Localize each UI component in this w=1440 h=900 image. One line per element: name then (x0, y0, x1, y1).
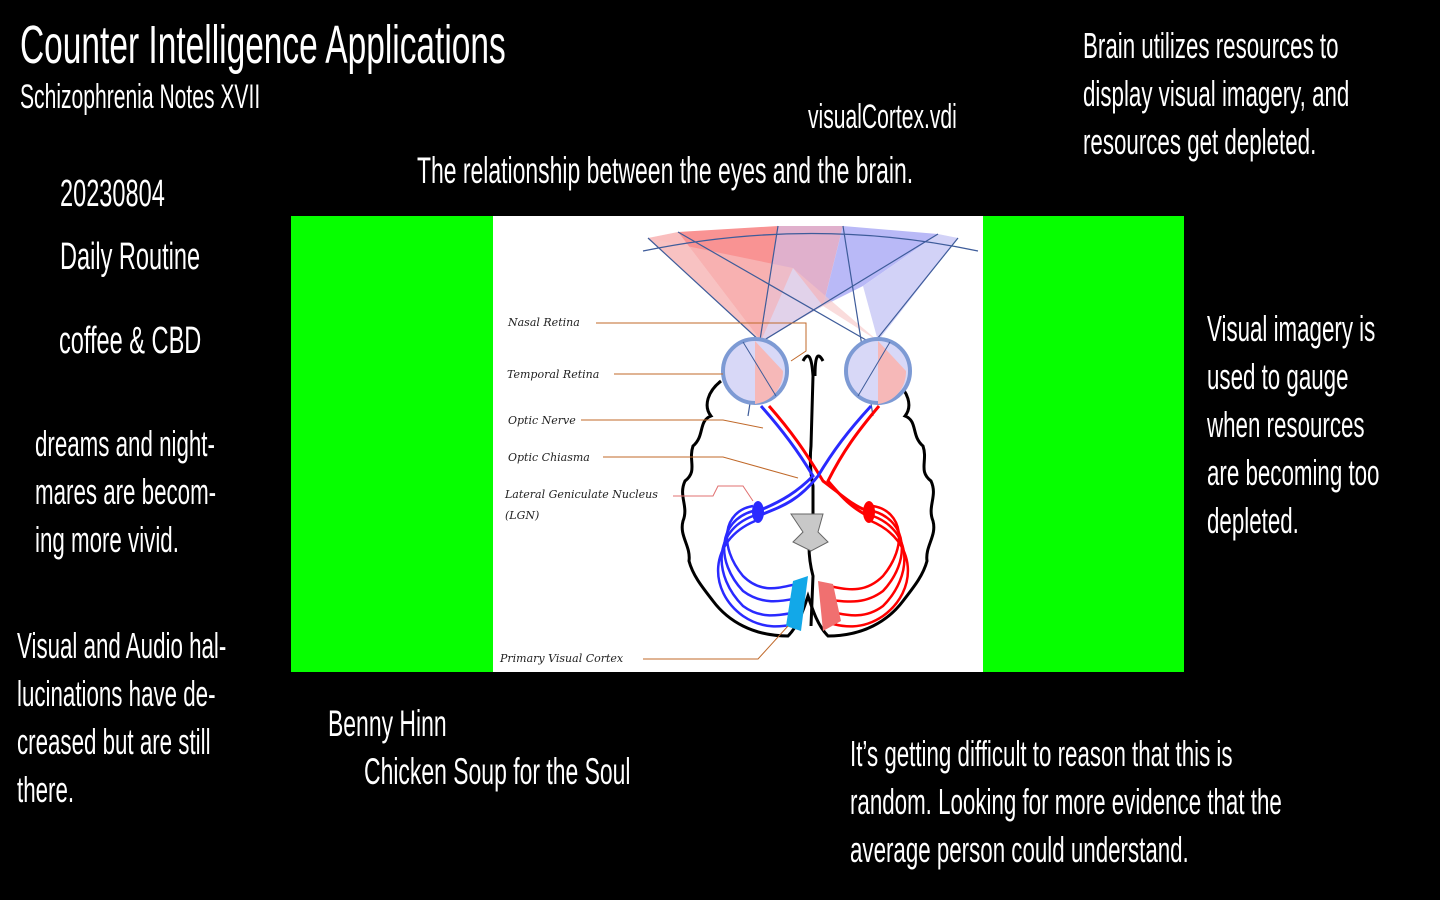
page-title: Counter Intelligence Applications (20, 15, 506, 75)
page-subtitle: Schizophrenia Notes XVII (20, 78, 261, 116)
resources-note: Brain utilizes resources to display visu… (1083, 22, 1349, 166)
label-nasal-retina: Nasal Retina (507, 316, 580, 329)
label-primary-visual-cortex: Primary Visual Cortex (499, 652, 624, 665)
note-line: It’s getting difficult to reason that th… (850, 733, 1233, 774)
visual-field (642, 225, 979, 417)
note-line: when resources (1207, 404, 1365, 445)
note-line: mares are becom- (35, 471, 217, 512)
note-line: lucinations have de- (17, 673, 216, 714)
note-line: display visual imagery, and (1083, 73, 1350, 114)
left-lgn-icon (752, 501, 764, 523)
note-line: dreams and night- (35, 423, 215, 464)
note-line: are becoming too (1207, 452, 1380, 493)
note-line: Brain utilizes resources to (1083, 25, 1339, 66)
label-lgn-abbrev: (LGN) (505, 509, 539, 522)
note-line: there. (17, 769, 75, 810)
note-line: depleted. (1207, 500, 1299, 541)
note-line: random. Looking for more evidence that t… (850, 781, 1282, 822)
right-lgn-icon (863, 501, 875, 523)
note-line: average person could understand. (850, 829, 1189, 870)
note-line: ing more vivid. (35, 519, 179, 560)
left-eye-icon (721, 337, 789, 405)
label-optic-chiasma: Optic Chiasma (508, 451, 590, 464)
gauge-note: Visual imagery is used to gauge when res… (1207, 305, 1379, 545)
visual-pathway-diagram: Nasal Retina Temporal Retina Optic Nerve… (493, 216, 983, 672)
routine-item: coffee & CBD (59, 320, 202, 362)
note-line: Visual and Audio hal- (17, 625, 227, 666)
brain-outline-icon (680, 379, 936, 638)
label-temporal-retina: Temporal Retina (507, 368, 599, 381)
label-lgn: Lateral Geniculate Nucleus (504, 488, 658, 501)
diagram-caption: The relationship between the eyes and th… (417, 150, 914, 191)
file-name: visualCortex.vdi (808, 98, 957, 136)
note-line: resources get depleted. (1083, 121, 1317, 162)
note-line: used to gauge (1207, 356, 1349, 397)
note-line: creased but are still (17, 721, 211, 762)
date: 20230804 (60, 173, 165, 215)
label-leader-lines (581, 322, 807, 660)
reasoning-note: It’s getting difficult to reason that th… (850, 730, 1282, 874)
hallucinations-note: Visual and Audio hal- lucinations have d… (17, 622, 226, 814)
right-visual-cortex-icon (818, 581, 841, 631)
right-optic-radiation (827, 504, 910, 628)
label-optic-nerve: Optic Nerve (508, 414, 576, 427)
right-eye-icon (844, 337, 912, 405)
left-visual-cortex-icon (786, 576, 808, 631)
optic-pathways (757, 404, 881, 518)
note-line: Visual imagery is (1207, 308, 1376, 349)
reference-benny-hinn: Benny Hinn (328, 703, 447, 744)
reference-chicken-soup: Chicken Soup for the Soul (364, 751, 631, 792)
routine-heading: Daily Routine (60, 236, 201, 278)
left-optic-radiation (716, 504, 799, 628)
dreams-note: dreams and night- mares are becom- ing m… (35, 420, 216, 564)
